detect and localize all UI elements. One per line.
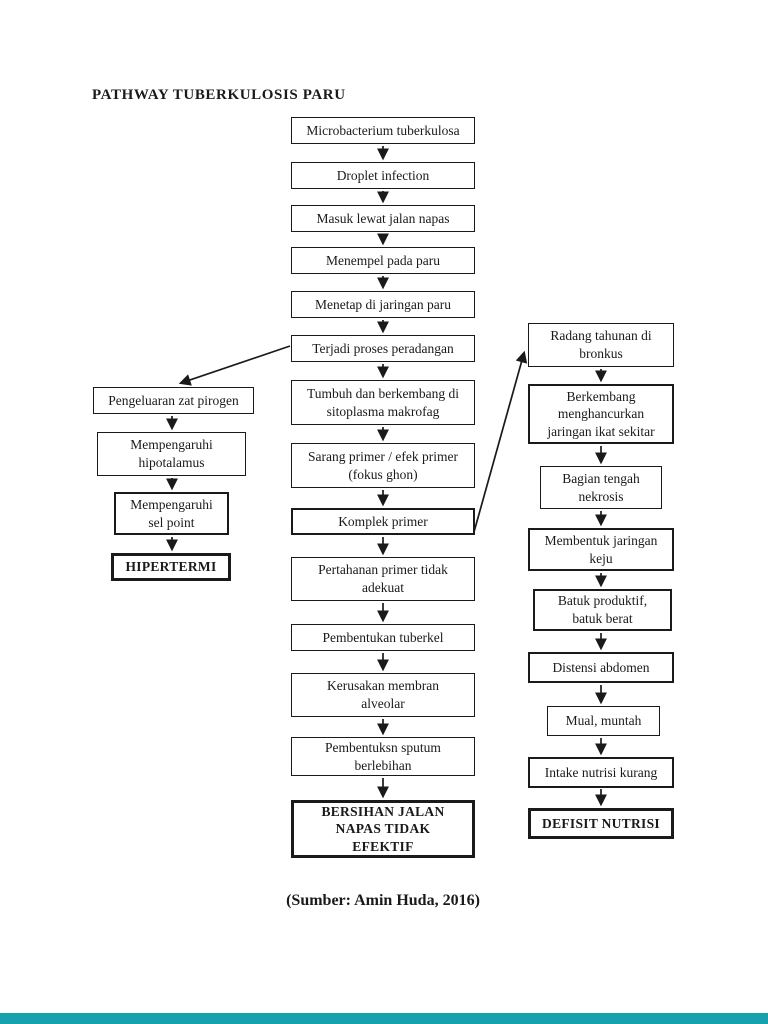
flow-box-bersihan-jalan-napas: BERSIHAN JALAN NAPAS TIDAK EFEKTIF <box>291 800 475 858</box>
flow-box-menetap-di-jaringan-paru: Menetap di jaringan paru <box>291 291 475 318</box>
flow-box-menempel-pada-paru: Menempel pada paru <box>291 247 475 274</box>
flow-box-hipertermi: HIPERTERMI <box>111 553 231 581</box>
flow-box-defisit-nutrisi: DEFISIT NUTRISI <box>528 808 674 839</box>
flow-box-pengeluaran-zat-pirogen: Pengeluaran zat pirogen <box>93 387 254 414</box>
flow-box-bagian-tengah-nekrosis: Bagian tengah nekrosis <box>540 466 662 509</box>
viewer-edge-bar <box>0 1013 768 1024</box>
arrow-to-radang-tahunan <box>473 350 528 533</box>
flow-box-kerusakan-membran: Kerusakan membran alveolar <box>291 673 475 717</box>
flow-box-mual-muntah: Mual, muntah <box>547 706 660 736</box>
flow-box-terjadi-proses-peradangan: Terjadi proses peradangan <box>291 335 475 362</box>
flow-box-sarang-primer: Sarang primer / efek primer (fokus ghon) <box>291 443 475 488</box>
flow-box-droplet-infection: Droplet infection <box>291 162 475 189</box>
source-caption: (Sumber: Amin Huda, 2016) <box>286 892 480 909</box>
page-title: PATHWAY TUBERKULOSIS PARU <box>92 87 346 103</box>
flow-box-batuk-produktif: Batuk produktif, batuk berat <box>533 589 672 631</box>
flow-box-masuk-lewat-jalan-napas: Masuk lewat jalan napas <box>291 205 475 232</box>
flow-box-komplek-primer: Komplek primer <box>291 508 475 535</box>
flow-box-microbacterium-tuberkulosa: Microbacterium tuberkulosa <box>291 117 475 144</box>
flow-box-radang-tahunan-di-bronkus: Radang tahunan di bronkus <box>528 323 674 367</box>
flow-box-membentuk-jaringan-keju: Membentuk jaringan keju <box>528 528 674 571</box>
flow-box-mempengaruhi-sel-point: Mempengaruhi sel point <box>114 492 229 535</box>
flow-box-pertahanan-primer: Pertahanan primer tidak adekuat <box>291 557 475 601</box>
flow-box-intake-nutrisi-kurang: Intake nutrisi kurang <box>528 757 674 788</box>
flow-box-pembentukan-sputum: Pembentuksn sputum berlebihan <box>291 737 475 776</box>
flow-box-tumbuh-dan-berkembang: Tumbuh dan berkembang di sitoplasma makr… <box>291 380 475 425</box>
arrow-to-pengeluaran-zat-pirogen <box>178 345 291 386</box>
flow-box-pembentukan-tuberkel: Pembentukan tuberkel <box>291 624 475 651</box>
flow-box-berkembang-menghancurkan: Berkembang menghancurkan jaringan ikat s… <box>528 384 674 444</box>
flow-box-mempengaruhi-hipotalamus: Mempengaruhi hipotalamus <box>97 432 246 476</box>
flow-box-distensi-abdomen: Distensi abdomen <box>528 652 674 683</box>
